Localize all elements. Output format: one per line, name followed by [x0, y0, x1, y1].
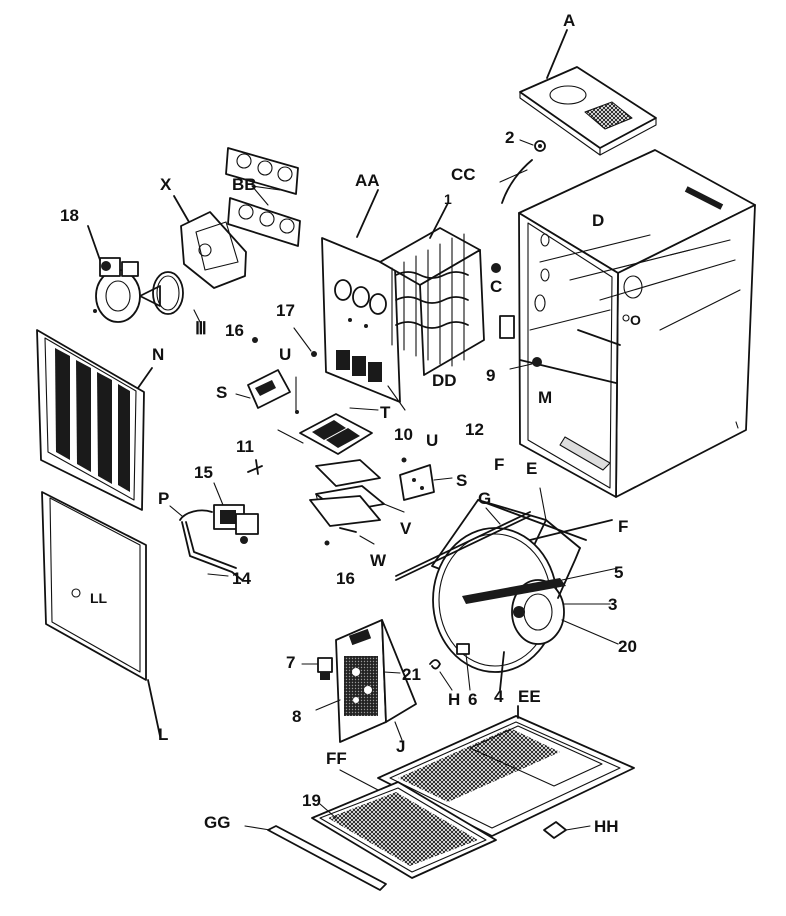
- label-N: N: [152, 345, 164, 364]
- part-c-bracket: [499, 315, 515, 339]
- burner-assembly-icon: [277, 407, 379, 455]
- wire-cc: [501, 159, 533, 204]
- label-LL: LL: [90, 590, 108, 606]
- control-board-icon: [301, 619, 417, 743]
- label-18: 18: [60, 206, 79, 225]
- label-BB: BB: [232, 175, 257, 194]
- label-S2: S: [456, 471, 467, 490]
- label-L: L: [158, 725, 168, 744]
- label-6: 6: [468, 690, 477, 709]
- label-16a: 16: [225, 321, 244, 340]
- label-15: 15: [194, 463, 213, 482]
- filter-icon: [311, 769, 497, 879]
- shield-w: [309, 495, 381, 545]
- screw-17: [311, 351, 317, 357]
- label-S1: S: [216, 383, 227, 402]
- label-A: A: [563, 11, 575, 30]
- label-DD: DD: [432, 371, 457, 390]
- label-11: 11: [236, 437, 254, 456]
- label-O: O: [630, 312, 641, 328]
- top-panel-a: [519, 29, 657, 156]
- label-14: 14: [232, 569, 251, 588]
- upper-door-n: [36, 329, 153, 511]
- label-9: 9: [486, 366, 495, 385]
- clip-hh: [543, 821, 591, 839]
- part-c-grommet: [491, 263, 501, 273]
- label-12: 12: [465, 420, 484, 439]
- label-P: P: [158, 489, 169, 508]
- blower-wheel-icon: [395, 487, 619, 673]
- cabinet: [518, 149, 756, 498]
- label-5: 5: [614, 563, 623, 582]
- screw-16a: [252, 337, 258, 343]
- label-X: X: [160, 175, 172, 194]
- label-G: G: [478, 489, 491, 508]
- label-W: W: [370, 551, 387, 570]
- heat-exchanger: [321, 189, 485, 403]
- part-9-screw: [532, 357, 542, 367]
- label-21: 21: [402, 665, 421, 684]
- inducer-motor-icon: [87, 225, 161, 323]
- label-3: 3: [608, 595, 617, 614]
- gaskets-bb: [225, 147, 301, 247]
- gasket-ring: [152, 271, 184, 315]
- label-F2: F: [618, 517, 628, 536]
- bolt-2: [519, 139, 546, 152]
- label-17: 17: [276, 301, 295, 320]
- label-16b: 16: [336, 569, 355, 588]
- label-19: 19: [302, 791, 321, 810]
- label-C: C: [490, 277, 502, 296]
- gas-valve-icon: [179, 482, 259, 581]
- screw-16b: [324, 540, 330, 546]
- label-roman: Ⅲ: [195, 319, 207, 338]
- label-10: 10: [394, 425, 413, 444]
- label-D: D: [592, 211, 604, 230]
- sensor-11: [247, 459, 263, 475]
- label-8: 8: [292, 707, 301, 726]
- label-FF: FF: [326, 749, 347, 768]
- label-U2: U: [426, 431, 438, 450]
- label-H: H: [448, 690, 460, 709]
- part-6: [456, 643, 470, 655]
- bracket-s2: [399, 464, 453, 501]
- label-2: 2: [505, 128, 514, 147]
- label-7: 7: [286, 653, 295, 672]
- label-1: 1: [444, 191, 452, 207]
- label-J: J: [396, 737, 405, 756]
- label-HH: HH: [594, 817, 619, 836]
- label-CC: CC: [451, 165, 476, 184]
- label-E: E: [526, 459, 537, 478]
- part-h: [429, 659, 441, 670]
- label-F1: F: [494, 455, 504, 474]
- callout-labels: A 2 CC BB X AA 1 18 D C Ⅲ 16 17 U S O DD…: [60, 11, 641, 836]
- bracket-s1: [235, 369, 291, 409]
- label-U1: U: [279, 345, 291, 364]
- label-20: 20: [618, 637, 637, 656]
- lower-door-l: [41, 491, 161, 737]
- filter-rail-gg: [244, 825, 387, 891]
- label-4: 4: [494, 687, 504, 706]
- label-V: V: [400, 519, 412, 538]
- label-GG: GG: [204, 813, 230, 832]
- collector-box-x: [173, 195, 247, 289]
- label-AA: AA: [355, 171, 380, 190]
- label-T: T: [380, 403, 391, 422]
- label-EE: EE: [518, 687, 541, 706]
- label-M: M: [538, 388, 552, 407]
